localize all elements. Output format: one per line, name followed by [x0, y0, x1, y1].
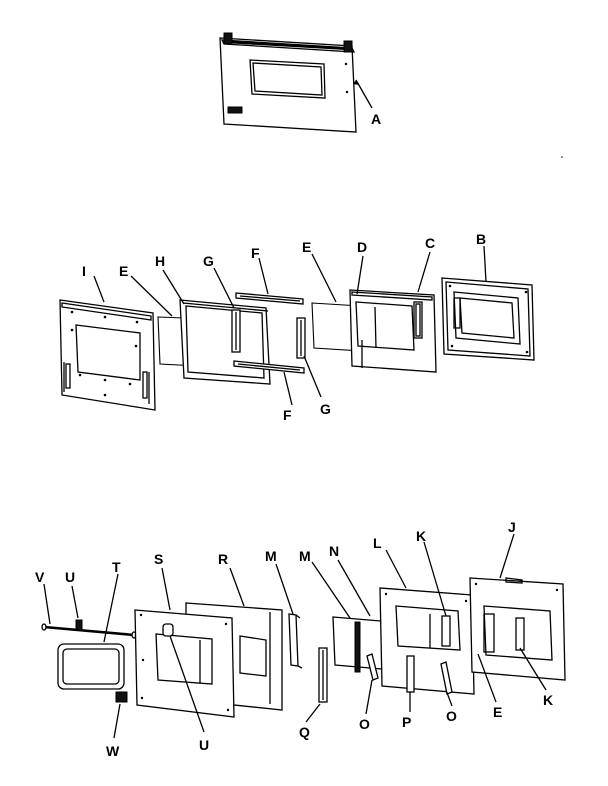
- label-v: V: [35, 569, 45, 585]
- label-i: I: [82, 263, 86, 279]
- part-o-hinge-left: [366, 653, 379, 681]
- label-e-mid-left: E: [119, 263, 128, 279]
- label-o-left: O: [359, 716, 370, 732]
- label-e-mid-right: E: [302, 239, 311, 255]
- part-l-liner: [379, 587, 475, 695]
- part-i-door-panel: [59, 299, 156, 411]
- label-k-top: K: [416, 528, 426, 544]
- label-j: J: [508, 519, 516, 535]
- label-c: C: [425, 235, 435, 251]
- part-j-back-panel: [469, 577, 566, 681]
- label-w: W: [106, 743, 120, 759]
- part-p-bar: [406, 655, 415, 693]
- label-r: R: [218, 551, 228, 567]
- part-f-rail-top: [235, 292, 304, 305]
- part-s-panel: [134, 609, 235, 718]
- part-t-window-frame: [57, 643, 125, 690]
- part-m-bracket-right: [332, 616, 395, 673]
- part-f-rail-bottom: [233, 360, 305, 374]
- part-m-bracket-left: [288, 613, 303, 669]
- label-q: Q: [299, 724, 310, 740]
- part-g-bracket-left: [231, 309, 241, 353]
- part-u-clip-bottom: [162, 623, 174, 637]
- part-o-hinge-right: [440, 661, 453, 695]
- label-o-right: O: [446, 708, 457, 724]
- label-t: T: [112, 559, 121, 575]
- label-f-top: F: [251, 245, 260, 261]
- label-a: A: [371, 111, 381, 127]
- part-b-back-frame: [441, 277, 535, 361]
- label-g-bottom: G: [320, 401, 331, 417]
- label-f-bottom: F: [283, 407, 292, 423]
- part-q-bracket: [318, 647, 328, 703]
- label-s: S: [154, 551, 163, 567]
- label-u-top: U: [65, 569, 75, 585]
- label-n: N: [329, 543, 339, 559]
- part-w-block: [115, 691, 128, 703]
- part-h-frame: [179, 299, 271, 385]
- label-e-bottom: E: [493, 704, 502, 720]
- part-d-liner: [349, 289, 437, 373]
- label-h: H: [155, 253, 165, 269]
- assembled-door: [219, 32, 357, 133]
- part-v-rod: [41, 623, 137, 639]
- label-m-left: M: [265, 548, 277, 564]
- part-u-clip-top: [75, 619, 83, 631]
- label-k-bottom: K: [543, 692, 553, 708]
- label-g-top: G: [203, 253, 214, 269]
- label-p: P: [402, 714, 411, 730]
- label-m-right: M: [299, 548, 311, 564]
- label-b: B: [476, 231, 486, 247]
- label-u-bottom: U: [199, 737, 209, 753]
- part-g-bracket-right: [296, 317, 306, 359]
- label-l: L: [373, 535, 382, 551]
- label-d: D: [357, 239, 367, 255]
